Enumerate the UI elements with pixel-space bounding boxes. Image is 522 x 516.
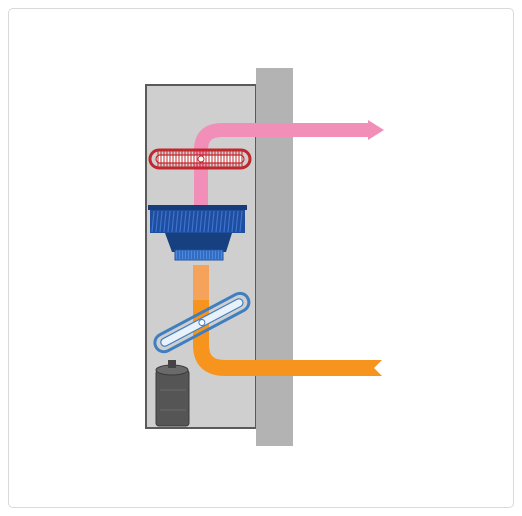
compressor (155, 360, 190, 427)
fin-line (151, 210, 155, 233)
fin-line (179, 210, 183, 233)
fin-line (207, 210, 211, 233)
fin-line (227, 210, 231, 233)
heat-exchanger-coil-cold (153, 291, 251, 354)
fin-line (211, 210, 215, 233)
fin-line (219, 210, 223, 233)
fin-line (195, 210, 199, 233)
blower-fan (148, 205, 247, 261)
fin-line (231, 210, 235, 233)
fin-line (239, 210, 243, 233)
fin-line (187, 210, 191, 233)
fin-line (199, 210, 203, 233)
fin-line (203, 210, 207, 233)
fin-line (167, 210, 171, 233)
fin-line (191, 210, 195, 233)
supply-duct (193, 300, 372, 376)
fin-line (159, 210, 163, 233)
fin-line (171, 210, 175, 233)
fin-line (163, 210, 167, 233)
heat-exchanger-coil-hot (148, 148, 252, 170)
fin-line (175, 210, 179, 233)
fin-line (235, 210, 239, 233)
fin-line (155, 210, 159, 233)
exhaust-arrow (368, 120, 384, 140)
fin-line (215, 210, 219, 233)
supply-duct-end (365, 360, 382, 376)
fin-line (183, 210, 187, 233)
fin-line (223, 210, 227, 233)
